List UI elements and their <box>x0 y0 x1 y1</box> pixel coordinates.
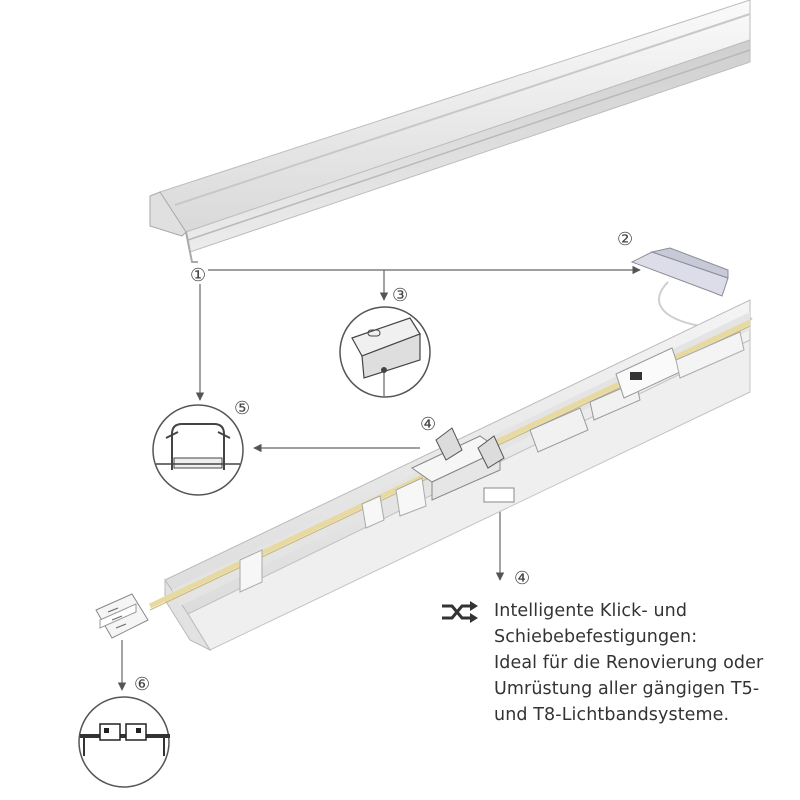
callout-4-bottom: ④ <box>514 568 530 589</box>
shuffle-icon <box>442 601 478 623</box>
detail-circle-6 <box>78 696 170 788</box>
detail-circle-3 <box>339 306 431 398</box>
callout-4-top: ④ <box>420 414 436 435</box>
feature-line-3: Ideal für die Renovierung oder <box>494 653 764 673</box>
callout-5: ⑤ <box>234 398 250 419</box>
feature-line-2: Schiebebefestigungen: <box>494 627 698 647</box>
trunking-tray <box>148 299 752 652</box>
feature-line-4: Umrüstung aller gängigen T5- <box>494 679 760 699</box>
feature-line-5: und T8-Lichtbandsysteme. <box>494 705 730 725</box>
feature-line-1: Intelligente Klick- und <box>494 601 688 621</box>
feature-description: Intelligente Klick- und Schiebebefestigu… <box>440 598 780 728</box>
callout-6: ⑥ <box>134 674 150 695</box>
top-rail-profile <box>149 0 751 263</box>
callout-3: ③ <box>392 285 408 306</box>
end-connector-plug <box>95 593 149 639</box>
callout-1: ① <box>190 265 206 286</box>
feature-text: Intelligente Klick- und Schiebebefestigu… <box>494 598 763 728</box>
callout-lines <box>117 265 641 691</box>
detail-circle-5 <box>152 404 244 496</box>
callout-2: ② <box>617 229 633 250</box>
